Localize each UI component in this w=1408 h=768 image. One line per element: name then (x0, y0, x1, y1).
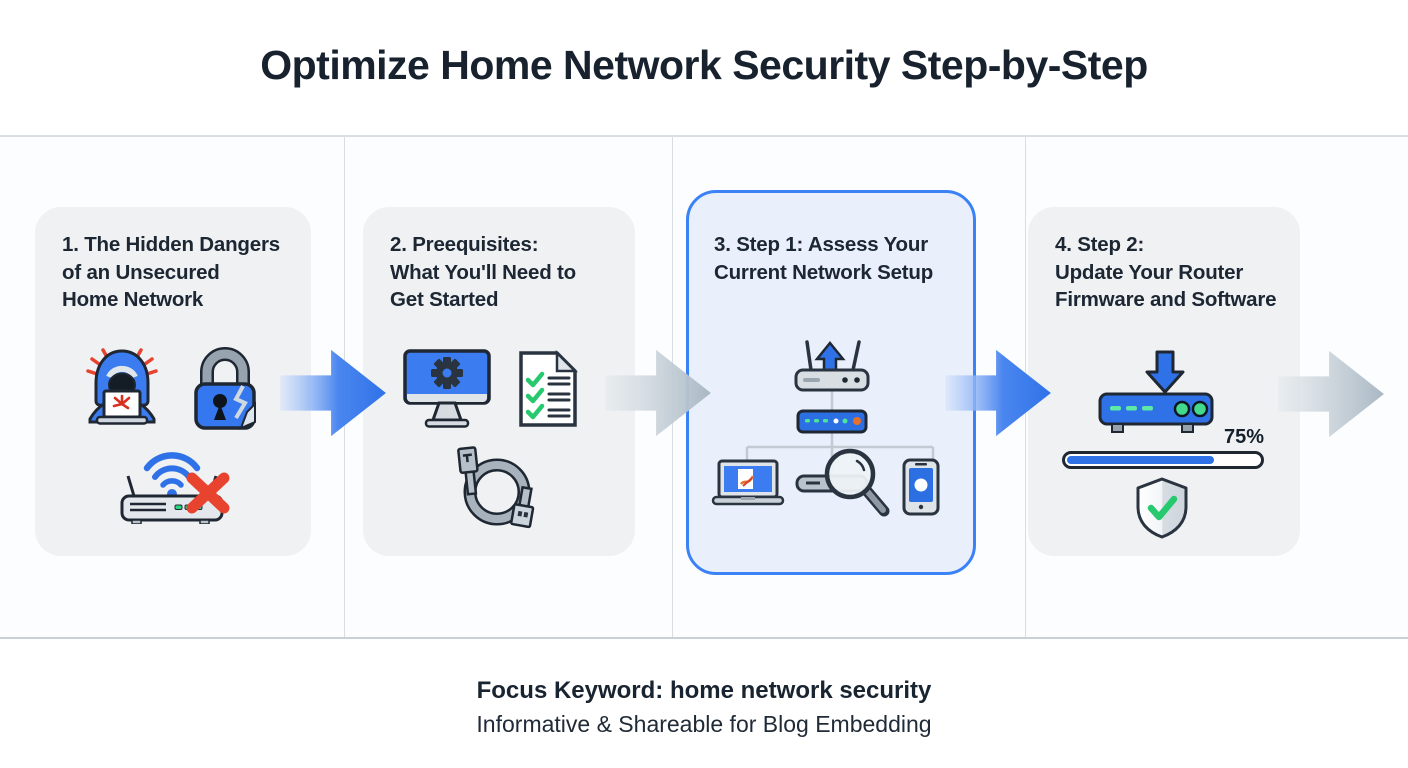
top-divider (0, 135, 1408, 137)
shield-check-icon (1136, 477, 1188, 539)
card-assess-network: 3. Step 1: Assess Your Current Network S… (686, 190, 976, 575)
smartphone-icon (902, 458, 940, 516)
checklist-document-icon (519, 349, 579, 427)
blocked-x-mark (186, 472, 230, 514)
network-topology-icon (711, 340, 940, 517)
broken-lock-icon (194, 347, 256, 430)
card-title: 4. Step 2: Update Your Router Firmware a… (1055, 233, 1277, 311)
card-update-firmware: 4. Step 2: Update Your Router Firmware a… (1028, 207, 1300, 556)
page-title: Optimize Home Network Security Step-by-S… (260, 42, 1148, 88)
card-prerequisites: 2. Preequisites: What You'll Need to Get… (363, 207, 635, 556)
gear-icon (431, 357, 463, 389)
card-title: 3. Step 1: Assess Your Current Network S… (714, 233, 934, 284)
bottom-divider (0, 637, 1408, 639)
flow-arrow-gray-1 (605, 349, 711, 437)
card-title: 1. The Hidden Dangers of an Unsecured Ho… (62, 233, 280, 311)
progress-bar (1062, 451, 1264, 469)
network-switch-icon (796, 409, 868, 434)
footer-subtitle-text: Informative & Shareable for Blog Embeddi… (476, 711, 932, 737)
hacker-laptop-icon (86, 348, 158, 425)
progress-percent-label: 75% (1223, 426, 1264, 448)
scan-device-icon (795, 448, 890, 517)
card-hidden-dangers: 1. The Hidden Dangers of an Unsecured Ho… (35, 207, 311, 556)
flow-arrow-blue-1 (280, 349, 386, 437)
laptop-icon (711, 459, 785, 506)
flow-arrow-gray-2 (1278, 350, 1384, 438)
focus-keyword-text: Focus Keyword: home network security (476, 677, 932, 704)
access-point-icon (794, 340, 870, 392)
magnifier-icon (824, 448, 890, 517)
flow-arrow-blue-2 (945, 349, 1051, 437)
router-wifi-blocked-icon (120, 452, 230, 524)
router-device-icon (1098, 392, 1214, 433)
network-cable-icon (457, 446, 535, 529)
computer-settings-icon (403, 349, 491, 428)
progress-bar-fill (1067, 456, 1214, 464)
card-title: 2. Preequisites: What You'll Need to Get… (390, 233, 576, 311)
download-arrow-icon (1145, 350, 1185, 394)
